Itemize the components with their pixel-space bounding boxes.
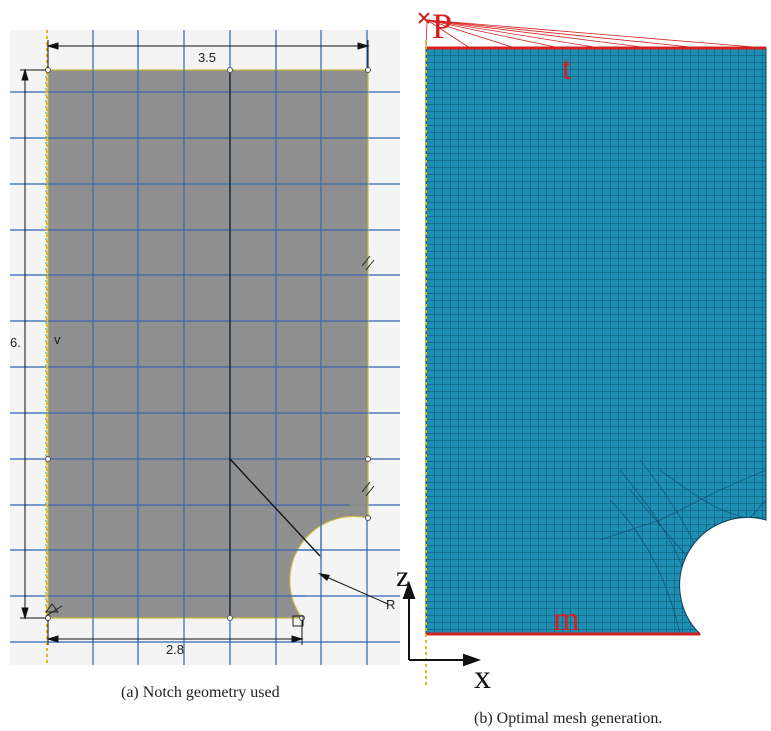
fixed-constraint-icon: [45, 603, 63, 617]
mesh-outline: [425, 47, 767, 635]
axis-z-label: z: [396, 560, 409, 593]
partition-line-diagonal: [229, 458, 321, 557]
caption-b: (b) Optimal mesh generation.: [474, 710, 663, 727]
dimension-notch-x: [46, 620, 304, 645]
parallel-constraint-marks: [361, 255, 375, 497]
grid-over-plate: [48, 70, 368, 618]
caption-a: (a) Notch geometry used: [121, 684, 280, 701]
dimension-height: [20, 68, 46, 620]
dimension-notch-x-label: 2.8: [166, 642, 184, 657]
dimension-height-label: 6.: [10, 335, 21, 350]
notched-plate: [47, 69, 369, 619]
top-edge-label: t: [562, 50, 572, 87]
radius-label: R: [386, 597, 395, 612]
bottom-edge-label: m: [553, 601, 579, 638]
axis-x-label: x: [474, 659, 491, 696]
axis-triad: [402, 581, 481, 667]
perpendicular-constraint-icon: [292, 615, 304, 627]
panel-a: 3.5 6. 2.8 v R: [10, 30, 405, 665]
vertex-label: v: [54, 332, 61, 347]
dimension-width: [46, 40, 370, 68]
coupling-lines: [425, 19, 767, 49]
reference-point-marker: [418, 12, 430, 24]
radius-leader: [318, 573, 389, 605]
point-label: P: [432, 6, 452, 46]
dimension-width-label: 3.5: [198, 50, 216, 65]
panel-b: P t m z x: [396, 6, 770, 696]
